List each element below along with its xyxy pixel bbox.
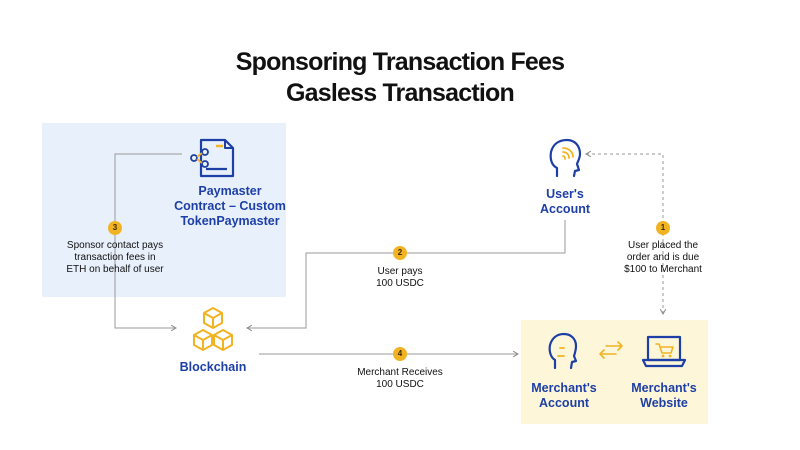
- exchange-arrows-icon: [599, 341, 623, 359]
- step-4-note: Merchant Receives 100 USDC: [330, 367, 470, 391]
- step-3-badge: 3: [108, 221, 122, 235]
- diagram-title-line2: Gasless Transaction: [286, 79, 515, 107]
- merchant-account-label-line1: Merchant's: [531, 381, 597, 395]
- paymaster-label-line1: Paymaster: [198, 184, 262, 198]
- step-3-note-line3: ETH on behalf of user: [66, 264, 164, 275]
- step-1-note: User placed the order and is due $100 to…: [603, 240, 723, 276]
- laptop-cart-icon: [641, 335, 687, 368]
- connector-paymaster-to-blockchain: [114, 153, 182, 332]
- user-account-label: User's Account: [515, 187, 615, 217]
- step-3-note: Sponsor contact pays transaction fees in…: [45, 240, 185, 276]
- step-2-badge: 2: [393, 246, 407, 260]
- connector-user-merchant-dashed: [585, 150, 667, 315]
- user-account-label-line1: User's: [546, 187, 584, 201]
- user-head-icon: [549, 138, 582, 178]
- blockchain-label: Blockchain: [179, 360, 247, 374]
- diagram-title-line1: Sponsoring Transaction Fees: [235, 48, 565, 76]
- step-4-note-line1: Merchant Receives: [357, 367, 443, 378]
- step-1-note-line3: $100 to Merchant: [624, 264, 702, 275]
- step-1-note-line1: User placed the: [627, 240, 699, 251]
- merchant-website-label-line2: Website: [640, 396, 688, 410]
- step-3-note-line1: Sponsor contact pays: [66, 240, 164, 251]
- blockchain-cubes-icon: [193, 307, 233, 351]
- step-2-note: User pays 100 USDC: [340, 266, 460, 290]
- step-4-badge: 4: [393, 347, 407, 361]
- paymaster-label-line2: Contract – Custom: [174, 199, 286, 213]
- user-account-label-line2: Account: [540, 202, 590, 216]
- paymaster-label: Paymaster Contract – Custom TokenPaymast…: [160, 184, 300, 229]
- merchant-website-label: Merchant's Website: [614, 381, 714, 411]
- step-3-note-line2: transaction fees in: [74, 252, 156, 263]
- step-1-note-line2: order and is due: [626, 252, 700, 263]
- step-2-note-line2: 100 USDC: [376, 278, 424, 289]
- paymaster-label-line3: TokenPaymaster: [180, 214, 280, 228]
- step-1-badge: 1: [656, 221, 670, 235]
- contract-document-icon: [190, 138, 235, 178]
- merchant-account-label-line2: Account: [539, 396, 589, 410]
- step-2-note-line1: User pays: [377, 266, 423, 277]
- connector-user-to-blockchain: [246, 220, 566, 332]
- merchant-website-label-line1: Merchant's: [631, 381, 697, 395]
- paymaster-panel: [42, 123, 286, 297]
- step-4-note-line2: 100 USDC: [376, 379, 424, 390]
- merchant-head-icon: [548, 332, 578, 370]
- merchant-account-label: Merchant's Account: [514, 381, 614, 411]
